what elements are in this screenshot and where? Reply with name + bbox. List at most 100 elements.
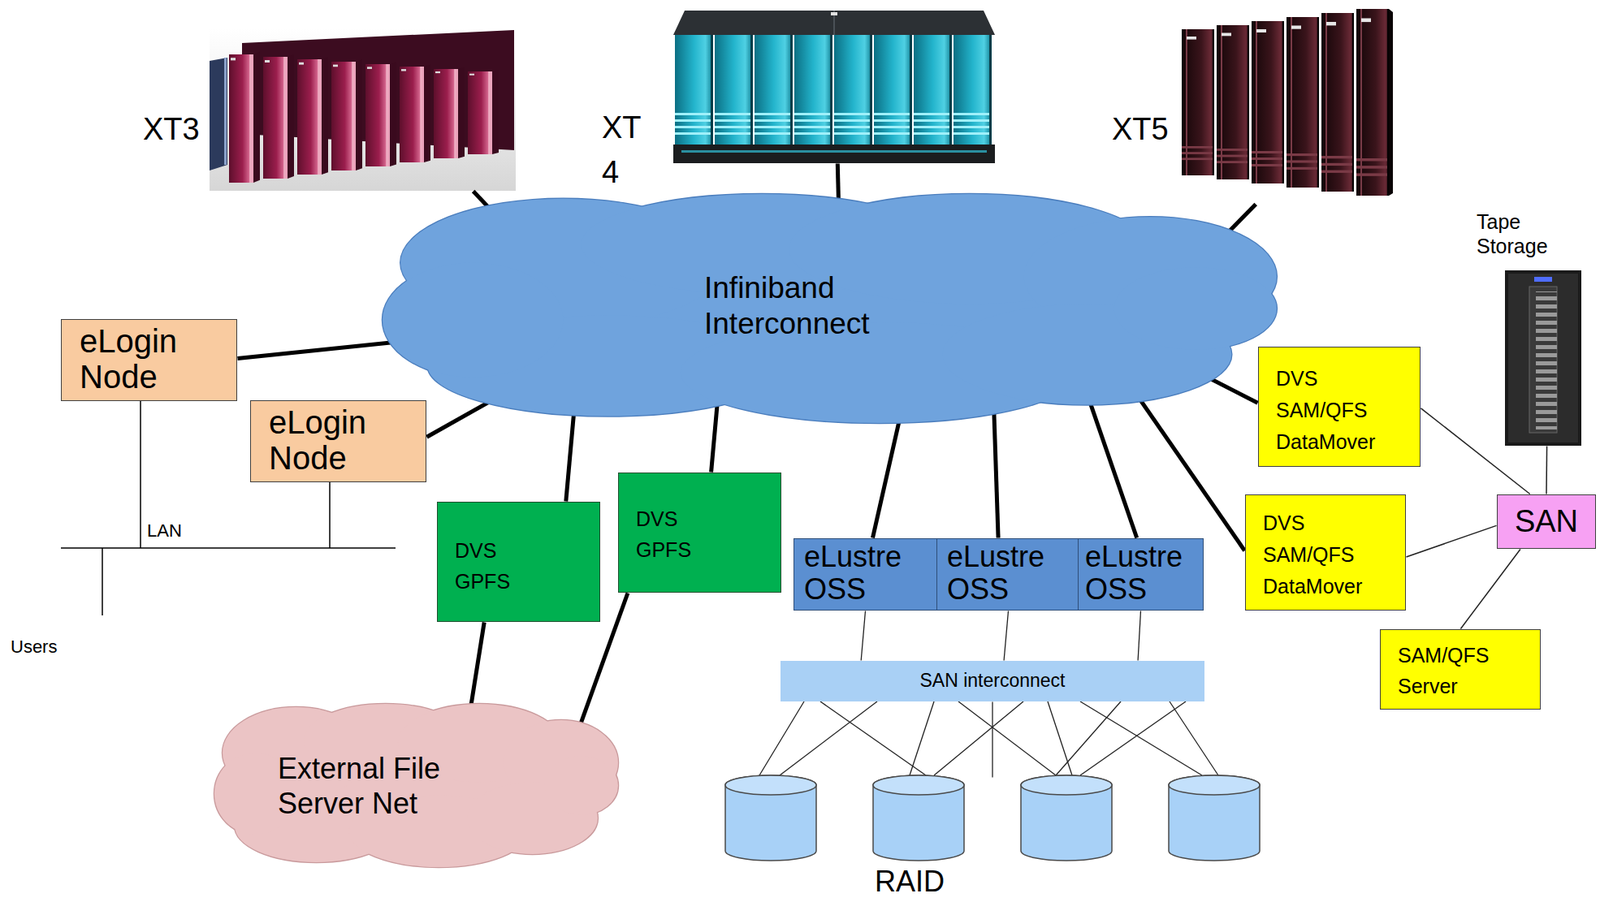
box-label: eLustre OSS [1085,540,1196,606]
supercomputer-illustration-part [467,69,499,155]
label-holder: LAN [147,520,182,541]
san-mesh-wires-part [1080,701,1203,776]
cloud-fill-part [1114,267,1277,351]
lan-wires-part [328,480,331,549]
disk-cylinders [725,775,1260,861]
cloud-outline-part [1114,267,1277,351]
supercomputer-illustration-part [1216,25,1250,180]
san-mesh-wires-part [759,701,805,776]
disk-cylinders-part [1020,775,1112,861]
box-label: SAM/QFS Server [1397,640,1512,702]
san-mesh-wires-part [1169,701,1219,776]
supercomputer-illustration-part [673,144,995,164]
tape-library-illustration-part [1529,291,1557,430]
san-mesh-wires-part [909,701,935,776]
supercomputer-node: XT5 [1108,3,1395,207]
supercomputer-illustration-part [830,12,838,16]
supercomputer-illustration-part [794,34,833,145]
box-label: DVS SAM/QFS DataMover [1262,507,1385,602]
cloud-fill [214,704,619,868]
network-cloud: Infiniband Interconnect [382,194,1286,424]
band-label: SAN interconnect [920,670,1066,692]
cloud-fill-part [382,263,563,378]
box-label: DVS GPFS [635,504,727,566]
supercomputer-illustration-part [399,64,431,163]
tape-library-illustration-part [1508,273,1579,443]
storage-server-box: eLustre OSS [793,538,938,611]
box-label: eLustre OSS [947,540,1069,606]
supercomputer-illustration-part [714,34,753,145]
supercomputer-illustration-part [209,57,228,171]
tape-library-illustration [1504,270,1582,446]
box-label: DVS SAM/QFS DataMover [1275,363,1398,458]
server-box: SAM/QFS Server [1379,629,1541,710]
disk-cylinders-part [1168,775,1260,861]
disk-cylinders-part [873,775,965,796]
box-label: eLogin Node [79,323,218,395]
supercomputer-illustration-part [1286,17,1319,188]
supercomputer-node: XT3 [138,24,520,192]
supercomputer-illustration-part [1321,12,1354,192]
san-mesh-wires-part [1047,701,1073,776]
supercomputer-illustration-part [673,10,995,35]
supercomputer-illustration [1181,8,1393,196]
san-mesh-wires-part [934,701,1024,776]
storage-link [1421,408,1531,495]
supercomputer-illustration [673,10,995,164]
tape-library-illustration-part [1529,286,1557,433]
data-mover-box: DVS SAM/QFS DataMover [1245,494,1406,611]
san-mesh-wires [759,701,1219,776]
supercomputer-illustration-part [681,150,987,153]
group-label: RAID [874,865,945,899]
supercomputer-illustration-part [1251,21,1285,184]
supercomputer-node: XT 4 [596,8,997,204]
disk-array-group: RAID [718,778,1101,900]
san-mesh-wires-part [958,701,1056,776]
supercomputer-illustration-part [263,54,295,179]
box-label: eLustre OSS [804,540,926,606]
system-label: XT3 [142,112,200,148]
filesystem-box: DVS GPFS [618,472,782,593]
supercomputer-illustration-part [365,61,397,167]
supercomputer-illustration-part [297,56,329,175]
supercomputer-illustration-part [433,67,465,159]
storage-link [1137,611,1141,662]
storage-link [1460,549,1521,630]
storage-label: Tape Storage [1476,209,1568,259]
cloud-outline [382,194,1277,424]
lan-wires-part [60,547,396,550]
disk-cylinders-part [725,775,817,796]
storage-link [1406,525,1497,558]
login-box: eLogin Node [250,400,427,483]
disk-cylinders-part [725,775,817,861]
supercomputer-illustration-part [674,34,714,145]
storage-link [1003,611,1008,662]
box-label: eLogin Node [268,404,407,476]
supercomputer-illustration [209,28,516,191]
disk-cylinders-part [1168,775,1260,796]
supercomputer-illustration-part [953,34,992,145]
storage-link [860,611,865,662]
cloud-fill-part [544,756,619,815]
storage-link [1545,446,1548,495]
supercomputer-illustration-part [1356,8,1389,196]
storage-link [991,702,993,779]
disk-cylinders-part [873,775,965,861]
label-holder: Users [10,636,57,658]
network-label: Infiniband Interconnect [704,270,926,343]
login-box: eLogin Node [60,319,238,402]
san-mesh-wires-part [779,701,878,776]
switch-box: SAN [1496,494,1596,550]
supercomputer-illustration-part [224,57,227,165]
lan-wires-part [101,548,104,616]
storage-server-box: eLustre OSS [1077,538,1204,611]
wire-label: Users [10,636,57,658]
supercomputer-illustration-part [209,28,516,191]
supercomputer-illustration-part [331,59,363,171]
system-label: XT 4 [601,105,651,195]
supercomputer-illustration-part [913,34,952,145]
tape-library-illustration-part [1534,276,1553,282]
cloud-outline [214,704,619,868]
storage-node: Tape Storage [1471,207,1586,448]
